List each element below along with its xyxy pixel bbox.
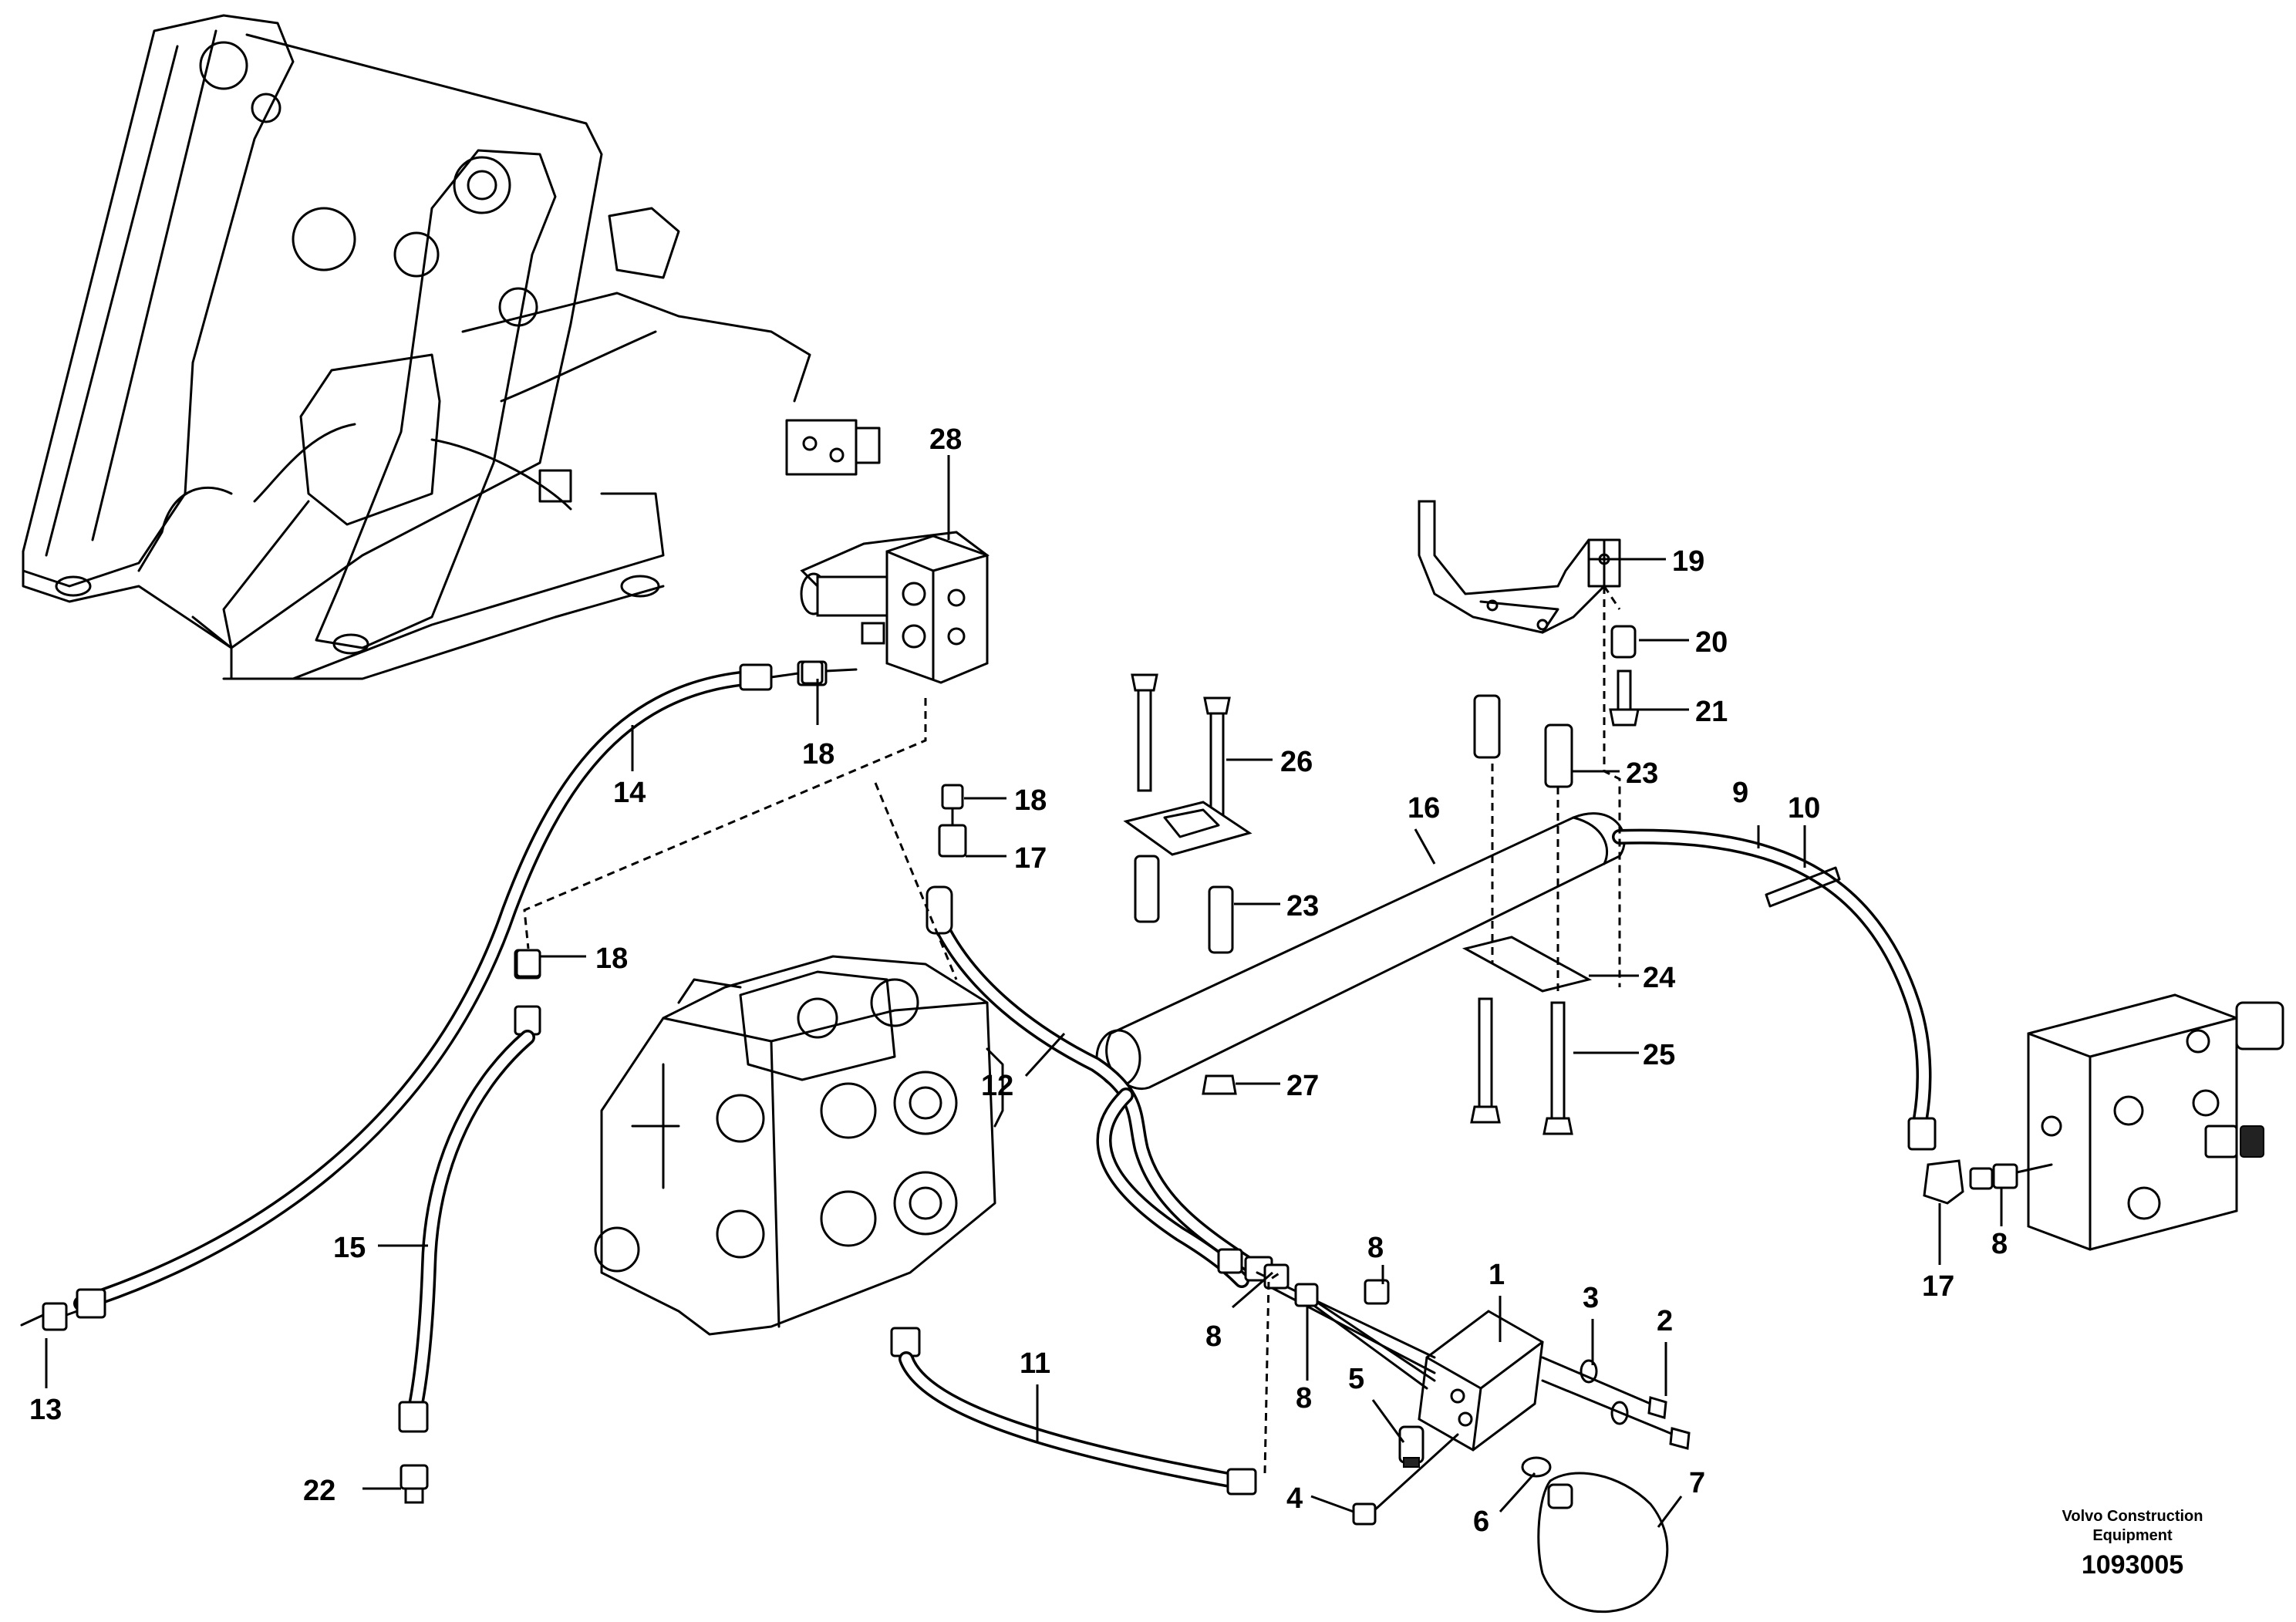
bolt-26 bbox=[1131, 673, 1231, 823]
solenoid-valve-28 bbox=[800, 531, 990, 684]
callout-18-mid: 18 bbox=[1014, 784, 1047, 817]
nut-27 bbox=[1202, 1074, 1237, 1095]
callout-23-upper: 23 bbox=[1626, 757, 1658, 790]
callout-15: 15 bbox=[333, 1232, 366, 1264]
callout-9: 9 bbox=[1732, 777, 1748, 809]
valve-block-right bbox=[2027, 993, 2284, 1251]
callout-18-left: 18 bbox=[595, 943, 628, 975]
clamp-plate-upper bbox=[1123, 801, 1253, 856]
callout-labels: 28 19 20 21 23 26 23 24 25 27 16 9 10 18… bbox=[29, 423, 2008, 1538]
clamp-plate-24 bbox=[1462, 936, 1593, 993]
elbow-17-right bbox=[1923, 1159, 2053, 1205]
callout-3: 3 bbox=[1583, 1282, 1599, 1314]
spacer-20 bbox=[1610, 625, 1637, 659]
callout-19: 19 bbox=[1672, 545, 1704, 578]
clamp-10 bbox=[1765, 866, 1841, 908]
spacer-23-lower bbox=[1134, 855, 1234, 954]
callout-17-top: 17 bbox=[1014, 842, 1047, 875]
loader-frame-overview bbox=[22, 14, 881, 680]
brand-line-2: Equipment bbox=[2092, 1527, 2173, 1544]
callout-17-right: 17 bbox=[1922, 1270, 1954, 1303]
spacer-23-upper-left bbox=[1473, 694, 1501, 759]
callout-2: 2 bbox=[1657, 1305, 1673, 1337]
hose-9 bbox=[1612, 828, 1937, 1151]
hose-15 bbox=[398, 949, 541, 1433]
callout-23-lower: 23 bbox=[1286, 890, 1319, 922]
image-code: 1093005 bbox=[2082, 1550, 2183, 1580]
callout-24: 24 bbox=[1643, 962, 1675, 994]
accumulator-7 bbox=[1537, 1472, 1669, 1614]
bolt-2 bbox=[1541, 1356, 1691, 1450]
oring-6 bbox=[1521, 1456, 1552, 1478]
callout-12: 12 bbox=[981, 1070, 1013, 1102]
callout-8-a: 8 bbox=[1205, 1320, 1222, 1353]
callout-18-top: 18 bbox=[802, 738, 834, 771]
bracket-19 bbox=[1418, 500, 1621, 634]
callout-8-b: 8 bbox=[1367, 1232, 1384, 1264]
callout-25: 25 bbox=[1643, 1039, 1675, 1071]
washer-3 bbox=[1580, 1359, 1629, 1425]
junction-block-1 bbox=[1418, 1310, 1544, 1452]
callout-27: 27 bbox=[1286, 1070, 1319, 1102]
fitting-18-left bbox=[515, 949, 541, 978]
callout-11: 11 bbox=[1020, 1347, 1050, 1380]
leader-lines bbox=[45, 455, 2003, 1528]
callout-26: 26 bbox=[1280, 746, 1313, 778]
callout-22: 22 bbox=[303, 1475, 335, 1507]
callout-10: 10 bbox=[1788, 792, 1820, 824]
fitting-22 bbox=[400, 1464, 429, 1504]
callout-13: 13 bbox=[29, 1394, 62, 1426]
hose-11 bbox=[890, 1327, 1257, 1496]
bolt-25 bbox=[1470, 997, 1573, 1135]
control-valve-block bbox=[594, 955, 1004, 1336]
bolt-21 bbox=[1609, 669, 1640, 727]
callout-1: 1 bbox=[1489, 1259, 1505, 1291]
fitting-13 bbox=[20, 1302, 79, 1331]
callout-4: 4 bbox=[1286, 1482, 1303, 1515]
branding: Volvo Construction Equipment 1093005 bbox=[2062, 1508, 2203, 1580]
tubes-to-block bbox=[1256, 1271, 1436, 1390]
callout-14: 14 bbox=[613, 777, 646, 809]
hose-14 bbox=[73, 660, 858, 1319]
callout-7: 7 bbox=[1689, 1467, 1705, 1499]
callout-8-d: 8 bbox=[1991, 1228, 2008, 1260]
brand-line-1: Volvo Construction bbox=[2062, 1508, 2203, 1525]
sensor-5 bbox=[1398, 1425, 1424, 1468]
callout-8-c: 8 bbox=[1296, 1382, 1312, 1415]
callout-6: 6 bbox=[1473, 1506, 1489, 1538]
callout-28: 28 bbox=[929, 423, 962, 456]
callout-21: 21 bbox=[1695, 696, 1728, 728]
callout-20: 20 bbox=[1695, 626, 1728, 659]
fittings-17-18-upper bbox=[801, 660, 967, 858]
callout-16: 16 bbox=[1408, 792, 1440, 824]
plug-4 bbox=[1352, 1433, 1459, 1526]
callout-5: 5 bbox=[1348, 1363, 1364, 1395]
dashed-guides bbox=[523, 585, 1621, 1474]
spacer-23-upper-right bbox=[1544, 723, 1573, 788]
